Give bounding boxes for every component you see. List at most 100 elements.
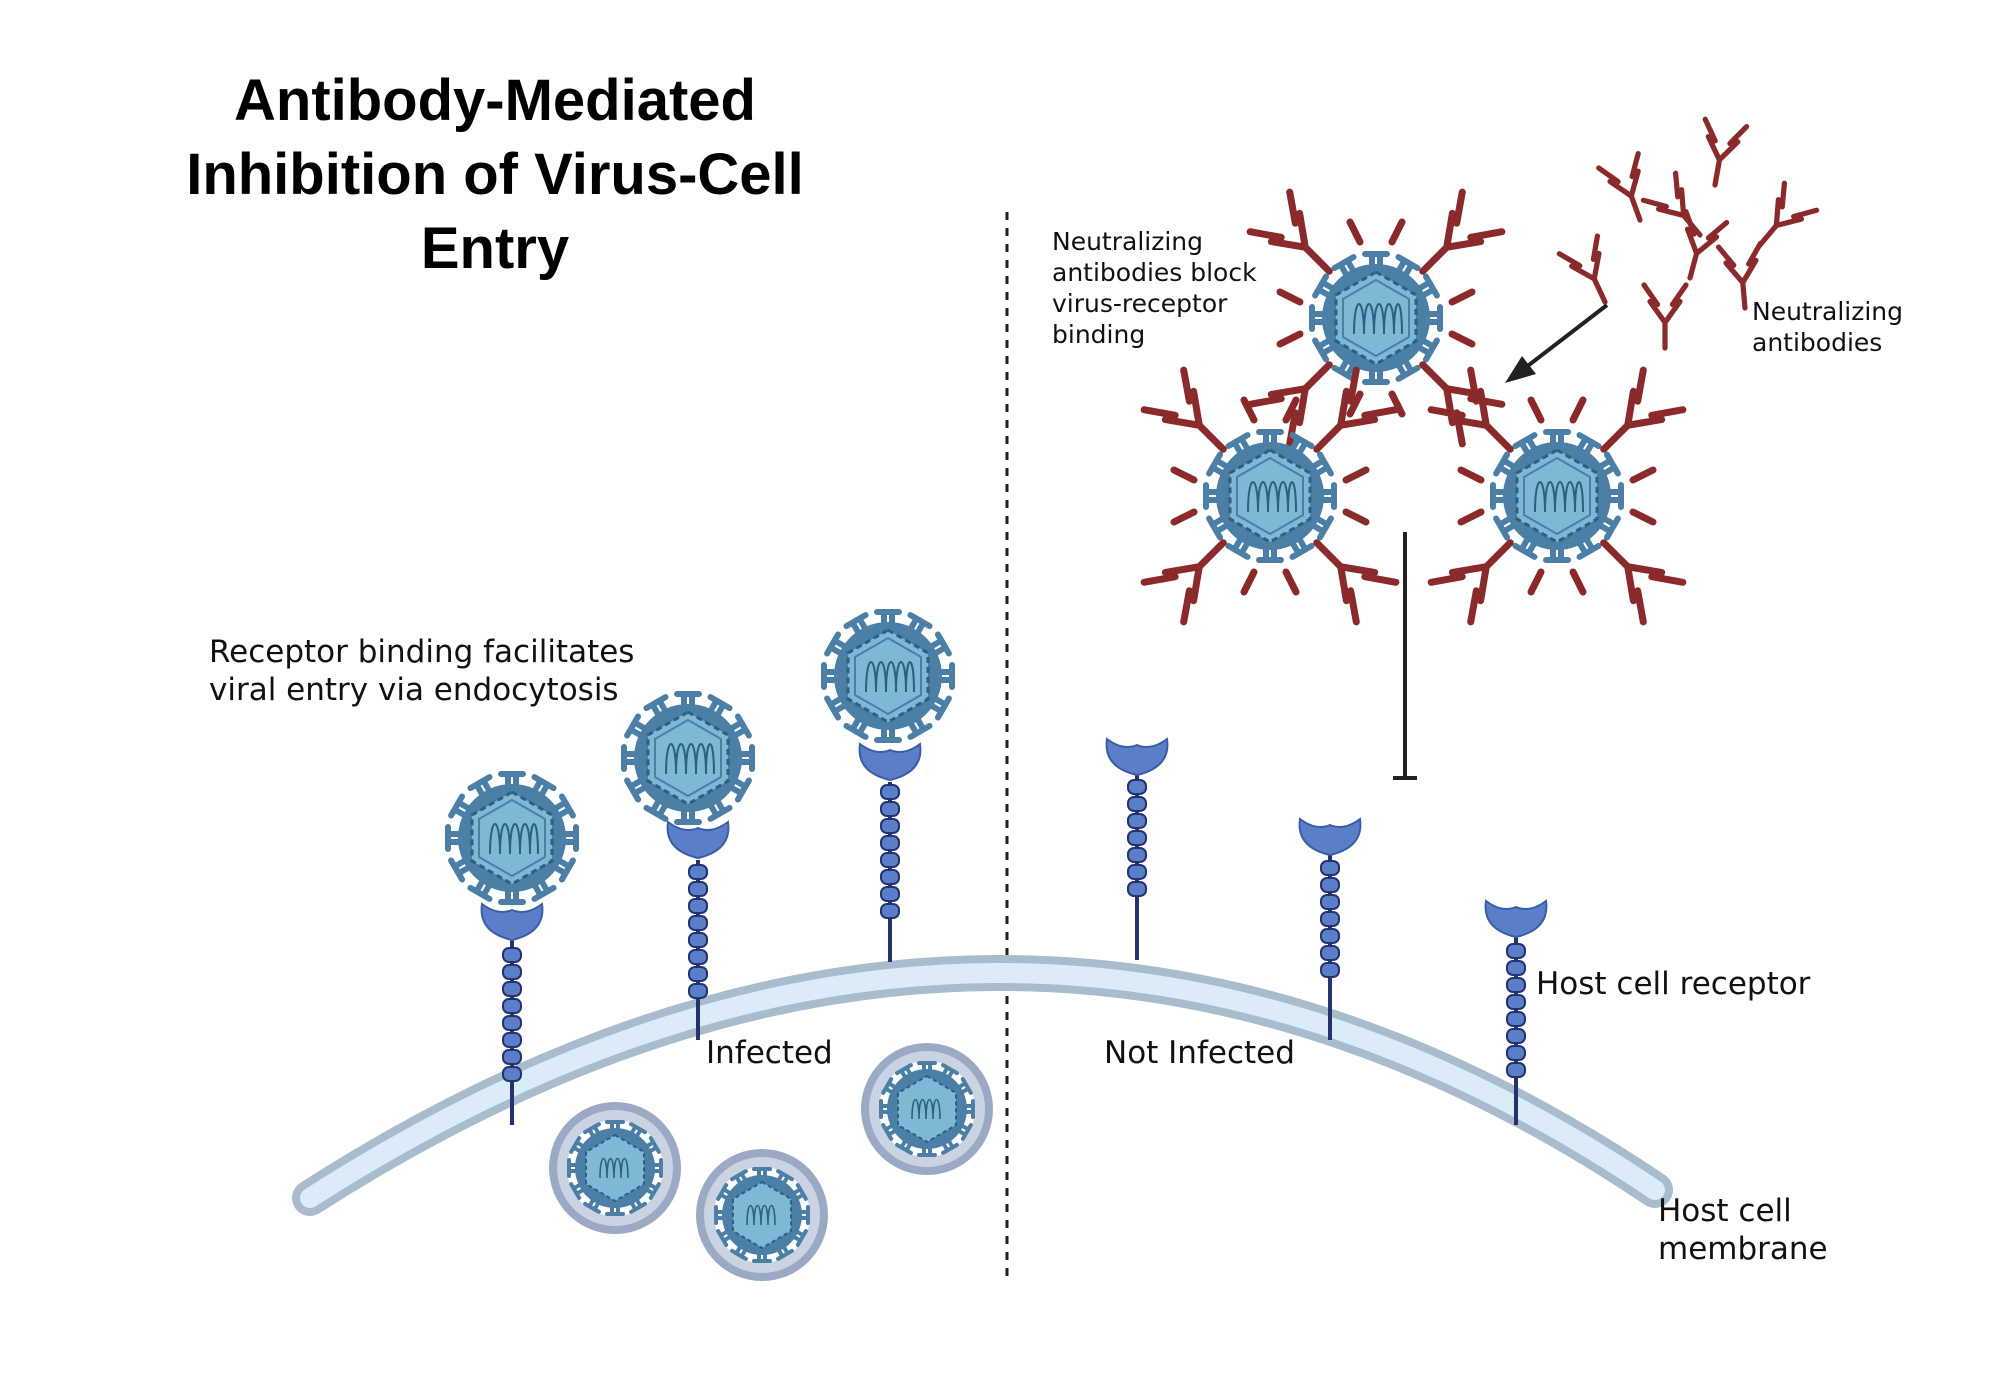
- label-neutralizing-block-line-3: virus-receptor: [1052, 289, 1228, 318]
- virus-spike: [1310, 515, 1334, 541]
- virus-spike: [448, 793, 472, 819]
- label-receptor-binding-line-2: viral entry via endocytosis: [209, 672, 619, 708]
- antibody-icon: [1297, 523, 1396, 622]
- arrow-icon: [1505, 303, 1609, 383]
- antibody-icon: [1403, 192, 1502, 291]
- receptor-bead: [502, 964, 522, 980]
- virus-spike: [498, 771, 526, 789]
- label-receptor-binding-line-1: Receptor binding facilitates: [209, 634, 635, 670]
- vesicle-3: [861, 1043, 993, 1175]
- receptor-bead: [880, 818, 900, 834]
- receptor-bead: [880, 869, 900, 885]
- virus-spike: [937, 662, 955, 690]
- virus-spike: [1256, 545, 1284, 563]
- virus-spike: [874, 725, 902, 743]
- virus-spike: [1312, 337, 1336, 363]
- receptor-bead: [880, 801, 900, 817]
- virus-spike: [1597, 451, 1621, 477]
- virus-spike: [1493, 451, 1517, 477]
- receptor-bead: [1506, 1045, 1526, 1061]
- neutralized-virus-1: [1250, 192, 1502, 444]
- antibody-arm: [1240, 568, 1300, 596]
- receptor-bead: [1506, 943, 1526, 959]
- receptor-bead: [1506, 1028, 1526, 1044]
- receptor-bead: [1320, 945, 1340, 961]
- receptor-bead: [1127, 779, 1147, 795]
- receptor-right-1: [1105, 738, 1169, 960]
- virus-spike: [643, 694, 669, 718]
- vesicle-2: [696, 1149, 828, 1281]
- virus-spike: [1310, 451, 1334, 477]
- virus-spike: [1319, 482, 1337, 510]
- receptor-bead: [1506, 1062, 1526, 1078]
- antibody-icon: [1144, 523, 1243, 622]
- virus-spike: [1206, 515, 1230, 541]
- receptor-bead: [880, 886, 900, 902]
- virus-spike: [824, 695, 848, 721]
- virus-spike: [552, 793, 576, 819]
- receptor-bead: [1127, 796, 1147, 812]
- virus-spike: [1425, 304, 1443, 332]
- inhibition-icon: [1393, 532, 1417, 780]
- virus-spike: [531, 878, 557, 902]
- antibody-arm: [1448, 288, 1476, 348]
- label-neutralizing-block-line-1: Neutralizing: [1052, 227, 1204, 256]
- antibody-arm: [1457, 466, 1485, 526]
- virus-bound-3: [821, 609, 955, 743]
- receptor-bead: [1320, 877, 1340, 893]
- virus-spike: [728, 713, 752, 739]
- antibody-icon: [1250, 192, 1349, 291]
- title-line-3: Entry: [421, 216, 569, 281]
- label-receptor-binding: Receptor binding facilitates viral entry…: [209, 633, 634, 709]
- virus-spike: [1256, 429, 1284, 447]
- receptor-bead: [502, 1066, 522, 1082]
- receptor-right-2: [1298, 818, 1362, 1040]
- virus-spike: [1395, 254, 1421, 278]
- antibody-arm: [1240, 396, 1300, 424]
- label-host-cell-receptor: Host cell receptor: [1536, 966, 1811, 1002]
- antibody-arm: [1629, 466, 1657, 526]
- receptor-bead: [688, 864, 708, 880]
- virus-spike: [1576, 432, 1602, 456]
- virus-spike: [1225, 432, 1251, 456]
- receptor-bead: [1320, 928, 1340, 944]
- antibody-icon: [1744, 183, 1817, 258]
- antibody-icon: [1584, 370, 1683, 469]
- antibody-arm: [1170, 466, 1198, 526]
- label-neutralizing-block-line-2: antibodies block: [1052, 258, 1257, 287]
- receptor-bead: [1127, 813, 1147, 829]
- receptor-bead: [1506, 977, 1526, 993]
- receptor-bead: [502, 1032, 522, 1048]
- virus-spike: [1576, 536, 1602, 560]
- virus-spike: [1362, 367, 1390, 385]
- antibody-icon: [1584, 523, 1683, 622]
- virus-spike: [737, 744, 755, 772]
- receptor-right-3: [1484, 900, 1548, 1125]
- virus-spike: [821, 662, 839, 690]
- receptor-bead: [502, 1015, 522, 1031]
- antibody-arm: [1342, 466, 1370, 526]
- antibody-icon: [1559, 236, 1624, 311]
- receptor-bead: [688, 915, 708, 931]
- receptor-bead: [1320, 860, 1340, 876]
- virus-spike: [1289, 536, 1315, 560]
- receptor-bead: [880, 784, 900, 800]
- virus-spike: [928, 631, 952, 657]
- virus-spike: [728, 777, 752, 803]
- virus-spike: [707, 694, 733, 718]
- virus-spike: [624, 777, 648, 803]
- receptor-bead: [880, 903, 900, 919]
- virus-spike: [1331, 254, 1357, 278]
- virus-spike: [1312, 273, 1336, 299]
- antibody-arm: [1276, 288, 1304, 348]
- virus-spike: [621, 744, 639, 772]
- receptor-bead: [688, 983, 708, 999]
- antibody-icon: [1144, 370, 1243, 469]
- virus-spike: [1490, 482, 1508, 510]
- receptor-bead: [1320, 962, 1340, 978]
- receptor-bead: [688, 966, 708, 982]
- antibody-arm: [1527, 396, 1587, 424]
- antibody-arm: [1346, 390, 1406, 418]
- receptor-bead: [502, 981, 522, 997]
